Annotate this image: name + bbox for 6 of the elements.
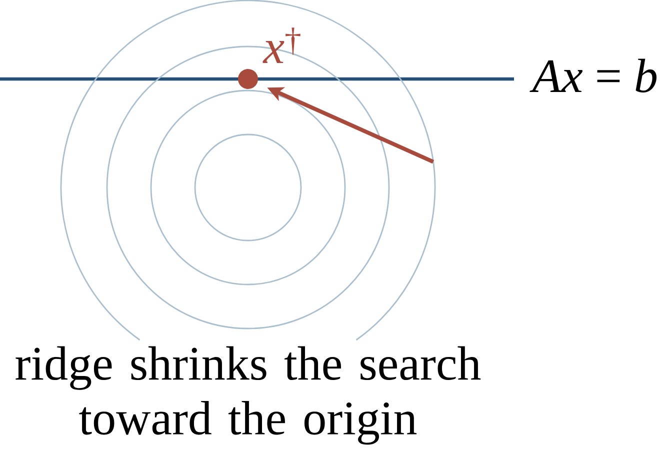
contour-circle — [150, 90, 346, 286]
equation-label: Ax = b — [530, 58, 656, 92]
contour-circle — [194, 134, 302, 242]
caption: ridge shrinks the search toward the origin — [16, 346, 481, 445]
solution-point — [238, 69, 258, 89]
point-label: x$^{†}$ — [262, 28, 300, 63]
